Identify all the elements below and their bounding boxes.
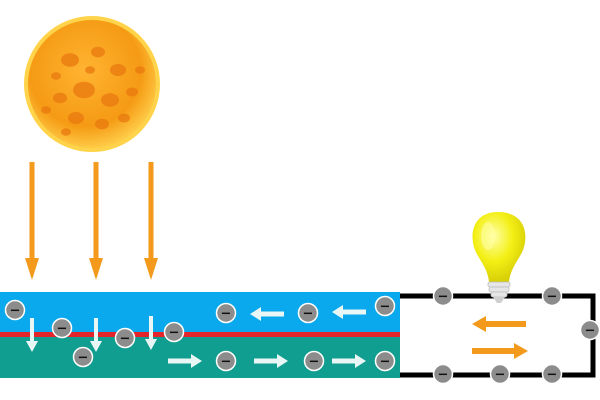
- electron-icon: −: [374, 295, 396, 317]
- p-type-layer: [0, 336, 400, 378]
- sun-spot: [53, 92, 67, 104]
- electron-flow-arrows: [26, 305, 366, 368]
- flow-arrow: [250, 307, 284, 321]
- flow-arrow: [254, 354, 288, 368]
- electron-sign: −: [495, 368, 506, 383]
- electron-icon: −: [432, 285, 454, 307]
- current-arrow: [472, 316, 526, 332]
- light-rays: [25, 162, 158, 280]
- light-bulb-icon: [472, 212, 526, 303]
- electron-sign: −: [380, 300, 391, 315]
- solar-cell: [0, 292, 400, 378]
- light-ray-arrow: [144, 162, 158, 280]
- sun-spot: [101, 93, 119, 107]
- electron-sign: −: [221, 355, 232, 370]
- electron-sign: −: [438, 290, 449, 305]
- sun-spot: [61, 53, 79, 67]
- sun-spot: [95, 118, 109, 130]
- electron-sign: −: [585, 324, 596, 339]
- electron-sign: −: [547, 368, 558, 383]
- electron-icon: −: [579, 319, 600, 341]
- electron-sign: −: [309, 355, 320, 370]
- sun-spot: [51, 72, 61, 80]
- electron-sign: −: [169, 326, 180, 341]
- electron-icon: −: [72, 346, 94, 368]
- sun-spot: [110, 64, 126, 76]
- electron-icon: −: [215, 350, 237, 372]
- electron-icon: −: [51, 317, 73, 339]
- flow-arrow-down: [90, 318, 102, 352]
- electron-sign: −: [10, 304, 21, 319]
- sun-spot: [135, 66, 145, 74]
- electron-icon: −: [432, 363, 454, 385]
- electron-sign: −: [303, 307, 314, 322]
- electrons: −−−−−−−−−−−−−−−−−: [4, 285, 600, 385]
- electron-icon: −: [4, 299, 26, 321]
- electron-icon: −: [374, 350, 396, 372]
- electron-icon: −: [541, 285, 563, 307]
- sun-spot: [41, 106, 51, 114]
- light-ray-arrow: [25, 162, 39, 280]
- sun-spot: [118, 113, 130, 123]
- sun-spot: [61, 128, 71, 136]
- current-arrow: [472, 343, 528, 359]
- electron-sign: −: [78, 351, 89, 366]
- electron-sign: −: [120, 332, 131, 347]
- electron-icon: −: [114, 327, 136, 349]
- pn-junction-line: [0, 332, 400, 337]
- sun-icon: [24, 16, 160, 152]
- electron-sign: −: [438, 368, 449, 383]
- sun-spot: [73, 81, 95, 99]
- electron-icon: −: [541, 363, 563, 385]
- sun-spot: [68, 112, 84, 124]
- sun-spot: [91, 46, 105, 58]
- sun-spot: [126, 87, 138, 97]
- flow-arrow-down: [26, 318, 38, 352]
- electron-icon: −: [303, 350, 325, 372]
- electron-icon: −: [489, 363, 511, 385]
- light-ray-arrow: [89, 162, 103, 280]
- flow-arrow: [332, 354, 366, 368]
- external-circuit: [400, 293, 596, 378]
- electron-sign: −: [221, 307, 232, 322]
- electron-icon: −: [163, 321, 185, 343]
- electron-sign: −: [547, 290, 558, 305]
- flow-arrow-down: [145, 316, 157, 350]
- electron-sign: −: [380, 355, 391, 370]
- current-direction-arrows: [472, 316, 528, 359]
- electron-sign: −: [57, 322, 68, 337]
- electron-icon: −: [297, 302, 319, 324]
- flow-arrow: [168, 354, 202, 368]
- sun-spot: [85, 66, 95, 74]
- electron-icon: −: [215, 302, 237, 324]
- flow-arrow: [332, 305, 366, 319]
- wire-top: [400, 293, 596, 378]
